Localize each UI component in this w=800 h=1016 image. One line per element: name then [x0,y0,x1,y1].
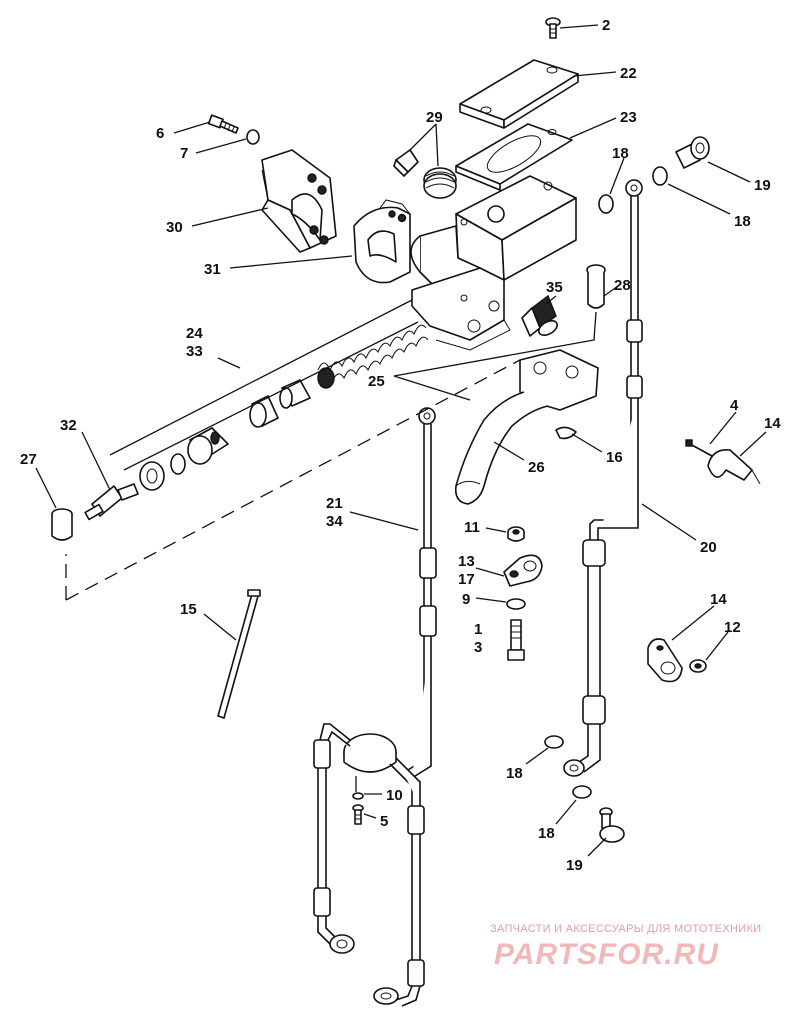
part-hose-20 [563,179,643,777]
callout-6: 6 [156,125,164,142]
part-washer-10 [352,792,364,800]
callout-34: 34 [326,513,343,530]
callout-5: 5 [380,813,388,830]
part-washer-18-upper-left [598,194,614,214]
callout-21: 21 [326,495,343,512]
part-pivot-pin-28 [586,264,606,309]
part-clamp-13 [503,554,543,587]
callout-31: 31 [204,261,221,278]
callout-15: 15 [180,601,197,618]
part-spring-24 [317,324,429,389]
callout-19-a: 19 [754,177,771,194]
part-clamp-30 [261,149,337,253]
part-washer-18-lower-a [544,735,564,749]
callout-14-a: 14 [764,415,781,432]
callout-18-c: 18 [506,765,523,782]
part-switch-35 [521,294,558,337]
callout-30: 30 [166,219,183,236]
watermark-brand: PARTSFOR.RU [494,938,719,971]
part-washer-18-lower-b [572,785,592,799]
callout-20: 20 [700,539,717,556]
part-washer-9 [506,598,526,610]
part-nut-12 [689,659,707,673]
callout-24: 24 [186,325,203,342]
alignment-lines [65,299,597,601]
callout-32: 32 [60,417,77,434]
part-banjo-bolt-19-lower [599,807,625,843]
part-nut-11 [507,526,525,542]
callout-18-a: 18 [612,145,629,162]
part-gasket-23 [455,123,573,191]
part-cable-tie-15 [217,589,261,719]
leader-lines [35,24,767,857]
part-pushrod-32 [84,483,139,521]
callout-28: 28 [614,277,631,294]
watermark: ЗАПЧАСТИ И АКСЕССУАРЫ ДЛЯ МОТОТЕХНИКИ PA… [490,923,761,971]
callout-33: 33 [186,343,203,360]
callout-27: 27 [20,451,37,468]
callout-19-b: 19 [566,857,583,874]
callout-1: 1 [474,621,482,638]
callout-12: 12 [724,619,741,636]
part-bolt-1 [507,619,525,661]
callout-23: 23 [620,109,637,126]
part-cover-22 [459,59,579,129]
callout-17: 17 [458,571,475,588]
watermark-tagline: ЗАПЧАСТИ И АКСЕССУАРЫ ДЛЯ МОТОТЕХНИКИ [490,923,761,935]
part-boot-27 [51,508,73,541]
callout-18-b: 18 [734,213,751,230]
part-caps-29 [393,149,457,199]
callout-14-b: 14 [710,591,727,608]
callout-18-d: 18 [538,825,555,842]
callout-35: 35 [546,279,563,296]
part-lever-26 [454,349,599,505]
callout-2: 2 [602,17,610,34]
callout-7: 7 [180,145,188,162]
part-clip-16 [555,426,577,440]
callout-13: 13 [458,553,475,570]
part-clamp-14-upper [707,449,761,485]
part-master-cylinder-body [410,175,577,351]
callout-10: 10 [386,787,403,804]
part-screw-5 [352,804,364,825]
part-screw-6 [207,114,239,134]
callout-9: 9 [462,591,470,608]
callout-29: 29 [426,109,443,126]
callout-4: 4 [730,397,739,414]
callout-11: 11 [464,519,480,536]
callout-25: 25 [368,373,385,390]
part-screw-4 [685,439,713,457]
part-washer-18-upper-right [652,166,668,186]
part-washer-7 [246,129,260,145]
part-banjo-bolt-19-upper [675,136,710,169]
callout-16: 16 [606,449,623,466]
parts-drawing [51,17,761,1007]
part-piston [139,427,229,491]
callout-22: 22 [620,65,637,82]
part-seal-cup [249,395,279,428]
part-clamp-14-lower [647,638,683,683]
callout-26: 26 [528,459,545,476]
callout-3: 3 [474,639,482,656]
callout-labels: 2 22 23 29 6 7 30 31 18 19 18 28 35 24 3… [20,17,781,874]
part-screw-2 [545,17,561,39]
part-clamp-31 [353,199,411,284]
